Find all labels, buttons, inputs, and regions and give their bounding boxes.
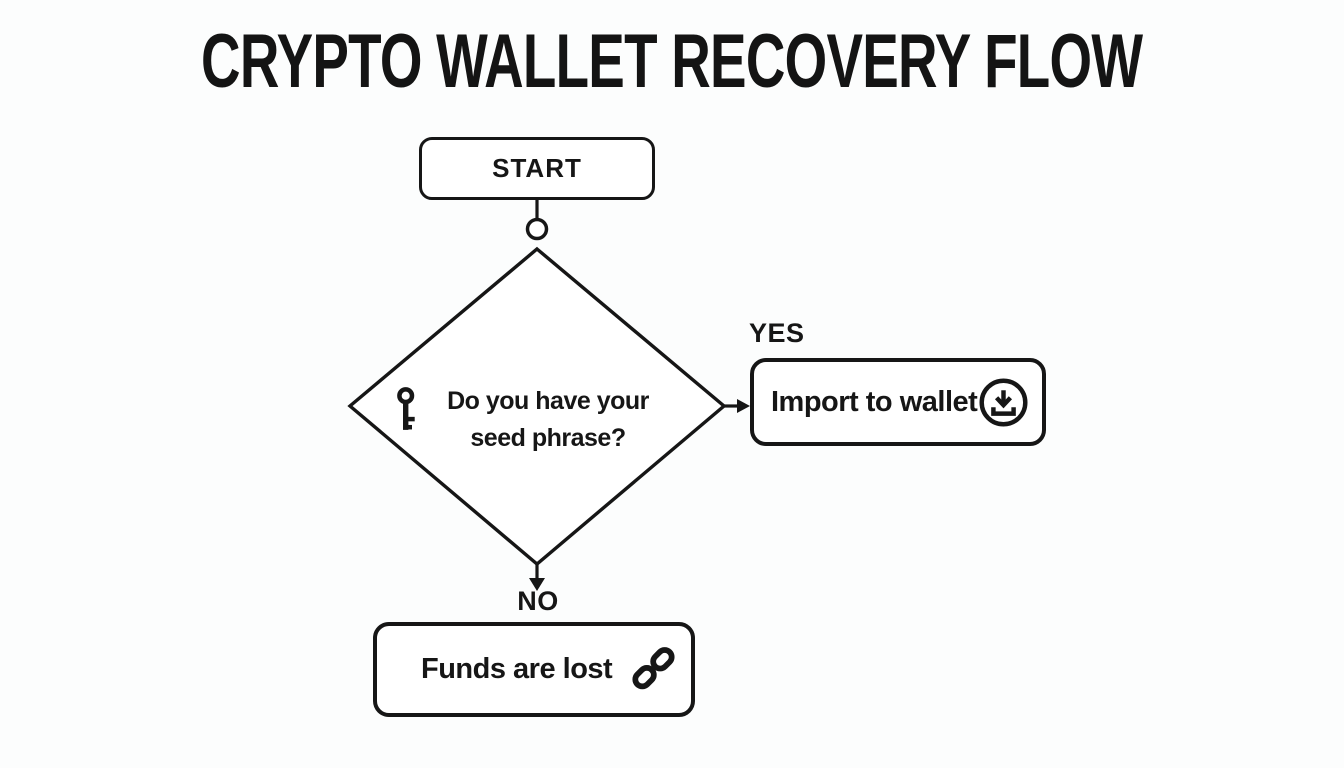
link-icon <box>625 644 682 695</box>
decision-question-line2: seed phrase? <box>470 424 626 452</box>
key-icon <box>394 386 421 436</box>
funds-lost-label: Funds are lost <box>421 653 613 685</box>
no-branch-label: NO <box>517 586 559 616</box>
import-wallet-node: Import to wallet <box>750 358 1046 446</box>
import-wallet-label: Import to wallet <box>771 385 978 418</box>
decision-content: Do you have your seed phrase? <box>394 383 659 457</box>
funds-lost-node: Funds are lost <box>373 622 695 717</box>
page-title: CRYPTO WALLET RECOVERY FLOW <box>201 19 1143 104</box>
connector-circle <box>525 217 549 241</box>
no-arrowhead <box>529 578 545 591</box>
title-container: CRYPTO WALLET RECOVERY FLOW <box>0 22 1344 102</box>
decision-question-line1: Do you have your <box>447 387 649 415</box>
start-node: START <box>419 137 655 200</box>
download-icon <box>978 377 1029 428</box>
decision-question: Do you have your seed phrase? <box>437 383 659 457</box>
yes-arrowhead <box>737 399 750 413</box>
start-node-label: START <box>492 153 582 183</box>
yes-branch-label: YES <box>749 318 805 348</box>
